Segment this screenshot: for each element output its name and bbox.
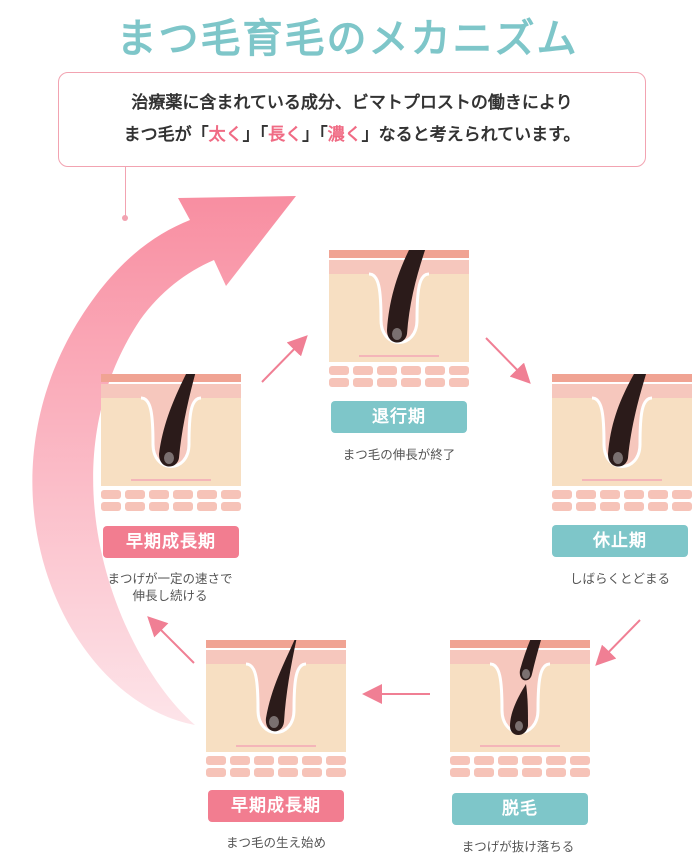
callout-sep-2: 」「 [302, 125, 328, 145]
stage-desc-soukiseichou-1: まつげが一定の速さで 伸長し続ける [90, 570, 250, 604]
stage-desc-line: 伸長し続ける [132, 588, 208, 603]
highlight-thick: 太く [208, 125, 243, 145]
stage-desc-soukiseichou-2: まつ毛の生え始め [225, 835, 326, 850]
stage-label-kyushiki: 休止期 [552, 525, 688, 557]
callout-box: 治療薬に含まれている成分、ビマトプロストの働きにより まつ毛が「太く」「長く」「… [58, 72, 646, 167]
stage-label-taikouki: 退行期 [331, 401, 467, 433]
stage-desc-datsumo: まつげが抜け落ちる [461, 839, 575, 854]
flow-arrow-3 [595, 619, 641, 666]
skin-diagram-soukiseichou-1 [101, 374, 241, 511]
page-title: まつ毛育毛のメカニズム [116, 16, 579, 62]
stage-desc-line: まつげが一定の速さで [107, 571, 233, 586]
highlight-long: 長く [268, 125, 303, 145]
callout-connector-dot [122, 215, 128, 221]
stage-label-soukiseichou-1: 早期成長期 [103, 526, 239, 558]
stage-label-datsumo: 脱毛 [452, 793, 588, 825]
skin-diagram-kyushiki [552, 374, 692, 511]
stage-desc-taikouki: まつ毛の伸長が終了 [342, 447, 456, 462]
highlight-dark: 濃く [327, 125, 362, 145]
flow-arrow-2 [485, 337, 531, 384]
skin-diagram-taikouki [329, 250, 469, 387]
flow-arrow-1 [261, 335, 308, 383]
stage-label-soukiseichou-2: 早期成長期 [208, 790, 344, 822]
callout-text-pre: まつ毛が「 [123, 125, 209, 145]
callout-line-1: 治療薬に含まれている成分、ビマトプロストの働きにより [131, 93, 573, 113]
stage-desc-kyushiki: しばらくとどまる [569, 571, 670, 586]
callout-sep-1: 」「 [242, 125, 269, 145]
skin-diagram-datsumo [450, 640, 590, 777]
flow-arrow-5 [147, 616, 195, 664]
callout-line-2: まつ毛が「太く」「長く」「濃く」なると考えられています。 [59, 119, 645, 151]
skin-diagram-soukiseichou-2 [206, 640, 346, 777]
callout-connector-line [125, 167, 126, 217]
big-cycle-arrow [32, 196, 296, 725]
callout-text-post: 」なると考えられています。 [361, 125, 581, 145]
